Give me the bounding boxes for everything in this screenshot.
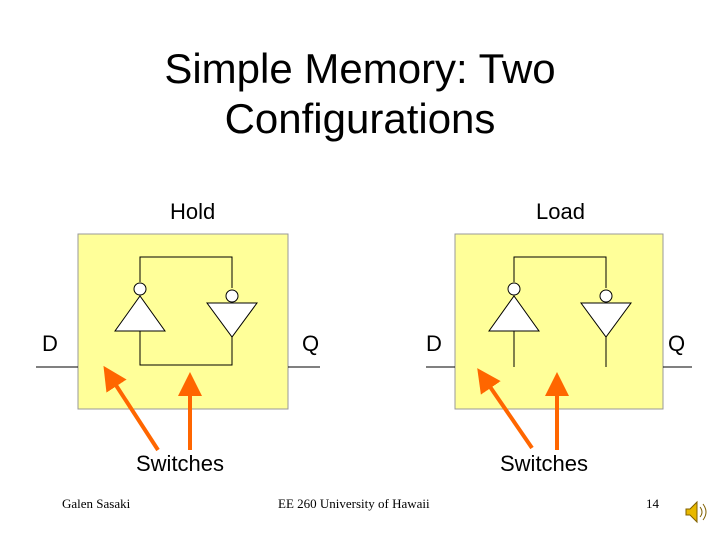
hold-switch-arrow-1	[103, 365, 160, 452]
load-inverter-down	[580, 302, 632, 338]
load-switches-label: Switches	[500, 451, 589, 476]
hold-inverter-down	[206, 302, 258, 338]
hold-inverter-down-bubble	[225, 289, 239, 303]
load-switch-arrow-1	[477, 368, 534, 450]
footer-author: Galen Sasaki	[62, 496, 131, 511]
load-inverter-down-bubble	[599, 289, 613, 303]
hold-output-label: Q	[302, 331, 320, 356]
title-line-1: Simple Memory: Two	[164, 45, 556, 92]
load-inverter-up-bubble	[507, 282, 521, 296]
load-diagram	[426, 233, 692, 450]
load-inverter-up	[488, 295, 540, 332]
load-label: Load	[536, 199, 585, 224]
hold-diagram	[36, 233, 320, 452]
speaker-icon[interactable]	[685, 500, 707, 524]
hold-feedback-loop	[139, 256, 233, 288]
hold-inverter-up	[114, 295, 166, 332]
hold-label: Hold	[170, 199, 216, 224]
slide-title: Simple Memory: Two Configurations	[0, 44, 720, 144]
hold-switches-label: Switches	[136, 451, 225, 476]
hold-inverter-up-bubble	[133, 282, 147, 296]
load-input-label: D	[426, 331, 442, 356]
hold-box	[77, 233, 289, 410]
load-feedback-loop	[513, 256, 607, 288]
load-output-label: Q	[668, 331, 686, 356]
footer-page-number: 14	[646, 496, 659, 511]
footer-course: EE 260 University of Hawaii	[278, 496, 430, 511]
hold-bottom-loop	[139, 331, 233, 366]
title-line-2: Configurations	[224, 95, 496, 142]
hold-input-label: D	[42, 331, 58, 356]
